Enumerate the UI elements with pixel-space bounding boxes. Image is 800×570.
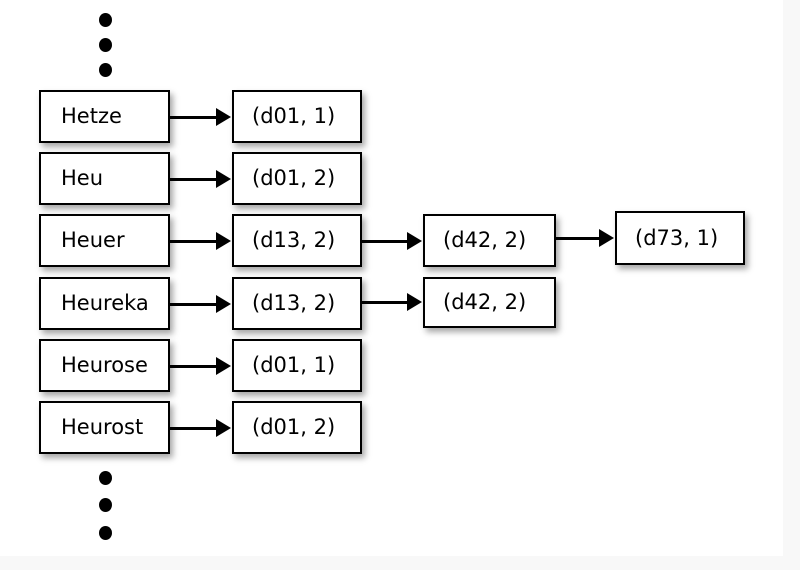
posting-box-heuer-2[interactable]: (d42, 2) <box>423 214 556 267</box>
posting-label: (d01, 2) <box>252 166 336 190</box>
posting-box-heureka-2[interactable]: (d42, 2) <box>423 277 556 328</box>
term-box-heurose[interactable]: Heurose <box>39 339 170 392</box>
posting-box-heurose-1[interactable]: (d01, 1) <box>232 339 362 392</box>
term-box-hetze[interactable]: Hetze <box>39 90 170 143</box>
posting-label: (d01, 1) <box>252 104 336 128</box>
posting-box-heuer-3[interactable]: (d73, 1) <box>615 211 745 265</box>
term-label: Heurose <box>61 353 148 377</box>
posting-label: (d01, 2) <box>252 415 336 439</box>
posting-box-hetze-1[interactable]: (d01, 1) <box>232 90 362 143</box>
term-box-heureka[interactable]: Heureka <box>39 277 170 330</box>
ellipsis-dot-bottom-2 <box>99 498 112 512</box>
posting-box-heuer-1[interactable]: (d13, 2) <box>232 214 362 267</box>
posting-box-heureka-1[interactable]: (d13, 2) <box>232 277 362 330</box>
ellipsis-dot-bottom-1 <box>99 471 112 485</box>
term-box-heurost[interactable]: Heurost <box>39 401 170 454</box>
posting-label: (d13, 2) <box>252 291 336 315</box>
ellipsis-dot-bottom-3 <box>99 526 112 540</box>
posting-label: (d13, 2) <box>252 228 336 252</box>
posting-box-heurost-1[interactable]: (d01, 2) <box>232 401 362 454</box>
term-label: Heurost <box>61 415 144 439</box>
term-box-heuer[interactable]: Heuer <box>39 214 170 267</box>
term-label: Heu <box>61 166 104 190</box>
posting-label: (d73, 1) <box>635 225 719 250</box>
term-box-heu[interactable]: Heu <box>39 152 170 205</box>
ellipsis-dot-top-2 <box>99 38 112 52</box>
ellipsis-dot-top-1 <box>99 13 112 27</box>
ellipsis-dot-top-3 <box>99 63 112 77</box>
term-label: Heureka <box>61 291 149 315</box>
posting-label: (d42, 2) <box>443 228 527 252</box>
posting-label: (d01, 1) <box>252 353 336 377</box>
term-label: Hetze <box>61 104 122 128</box>
posting-box-heu-1[interactable]: (d01, 2) <box>232 152 362 205</box>
diagram-canvas: Hetze (d01, 1) Heu (d01, 2) Heuer (d <box>39 13 745 540</box>
posting-label: (d42, 2) <box>443 290 527 314</box>
term-label: Heuer <box>61 228 125 252</box>
